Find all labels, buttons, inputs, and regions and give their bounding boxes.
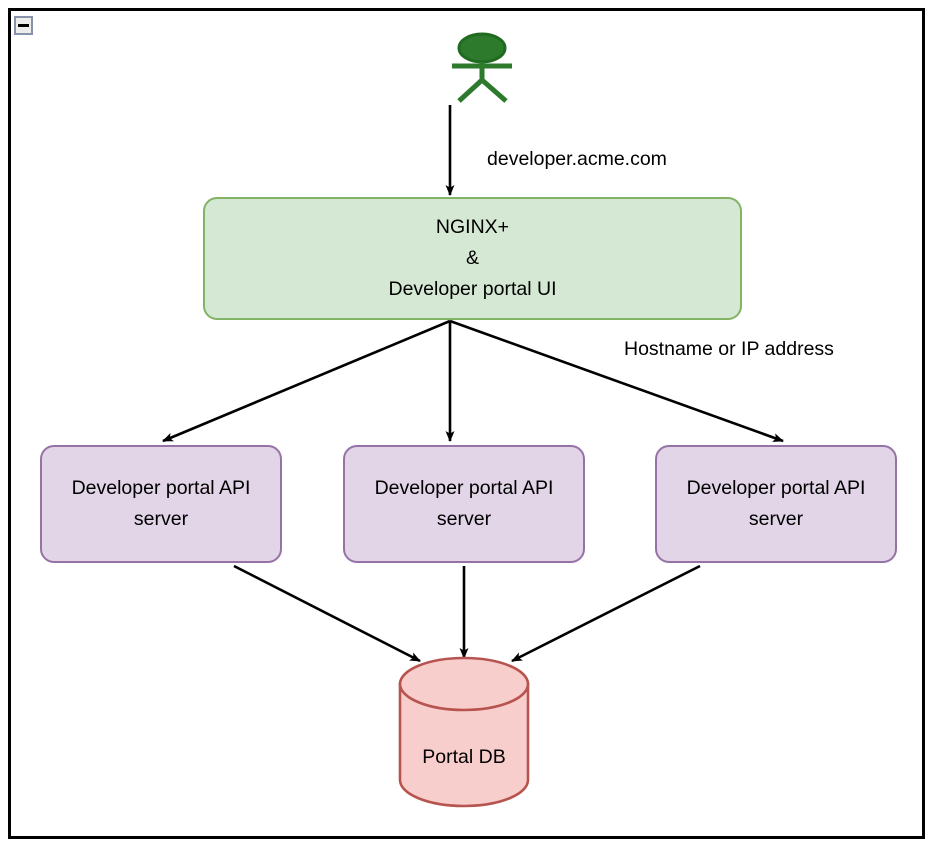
minus-icon bbox=[18, 24, 29, 27]
edge-label-hostname-or-ip: Hostname or IP address bbox=[624, 338, 834, 360]
nginx-node-line-2: & bbox=[465, 247, 479, 269]
diagram-frame-border bbox=[8, 8, 925, 839]
api-node-center-line-1: Developer portal API bbox=[374, 477, 554, 499]
edge-label-developer-domain: developer.acme.com bbox=[487, 148, 667, 170]
collapse-toggle-button[interactable] bbox=[14, 16, 33, 35]
api-node-right-line-2: server bbox=[748, 508, 804, 530]
api-node-left-line-1: Developer portal API bbox=[71, 477, 251, 499]
api-node-center-line-2: server bbox=[436, 508, 492, 530]
developer-portal-api-server-node-right[interactable]: Developer portal API server bbox=[655, 445, 897, 563]
developer-portal-api-server-node-center[interactable]: Developer portal API server bbox=[343, 445, 585, 563]
portal-db-label: Portal DB bbox=[422, 746, 506, 768]
developer-portal-api-server-node-left[interactable]: Developer portal API server bbox=[40, 445, 282, 563]
nginx-node-line-1: NGINX+ bbox=[435, 216, 510, 238]
nginx-node-line-3: Developer portal UI bbox=[388, 278, 557, 300]
nginx-developer-portal-ui-node[interactable]: NGINX+ & Developer portal UI bbox=[203, 197, 742, 320]
api-node-right-line-1: Developer portal API bbox=[686, 477, 866, 499]
api-node-left-line-2: server bbox=[133, 508, 189, 530]
